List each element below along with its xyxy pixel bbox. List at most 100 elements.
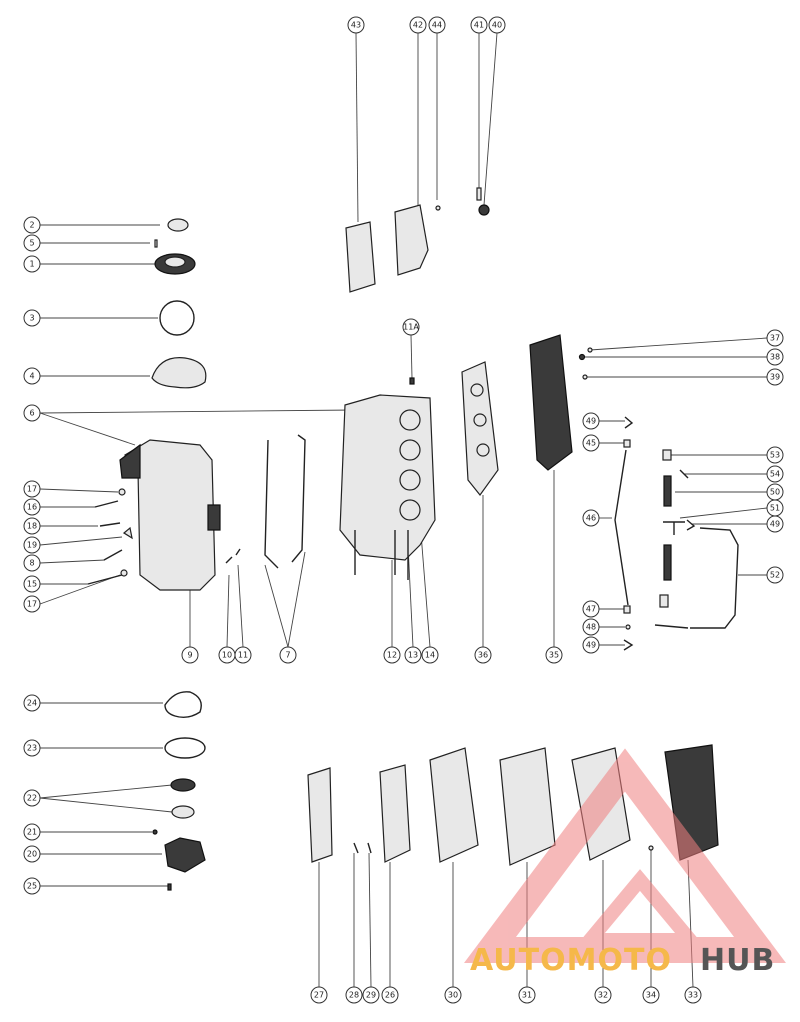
callout-c26: 26: [381, 986, 399, 1004]
callout-circle: [404, 646, 422, 664]
callout-circle: [234, 646, 252, 664]
callout-c49b: 49: [766, 515, 784, 533]
callout-circle: [23, 517, 41, 535]
callout-c12: 12: [383, 646, 401, 664]
callout-c49a: 49: [582, 412, 600, 430]
callout-c29: 29: [362, 986, 380, 1004]
callout-circle: [518, 986, 536, 1004]
callout-label: 32: [598, 991, 608, 1000]
callout-circle: [766, 446, 784, 464]
callout-circle: [181, 646, 199, 664]
callout-label: 22: [27, 794, 37, 803]
part-46-hose: [614, 449, 629, 606]
part-3-o-ring: [159, 300, 195, 336]
callout-label: 14: [425, 651, 435, 660]
callout-label: 49: [770, 520, 780, 529]
callout-label: 8: [29, 559, 34, 568]
part-6-crankcase-half: [124, 439, 216, 591]
callout-c42: 42: [409, 16, 427, 34]
callout-circle: [582, 636, 600, 654]
callout-c16: 16: [23, 498, 41, 516]
callout-label: 13: [408, 651, 418, 660]
callout-circle: [488, 16, 506, 34]
part-49-clamp-a: [624, 416, 634, 429]
callout-label: 43: [351, 21, 361, 30]
callout-c10: 10: [218, 646, 236, 664]
callout-label: 50: [770, 488, 780, 497]
callout-label: 45: [586, 439, 596, 448]
callout-label: 39: [770, 373, 780, 382]
callout-label: 36: [478, 651, 488, 660]
callout-c21: 21: [23, 823, 41, 841]
part-29-screw: [367, 842, 372, 854]
callout-circle: [766, 465, 784, 483]
callout-label: 24: [27, 699, 37, 708]
callout-c4: 4: [23, 367, 41, 385]
callout-circle: [582, 509, 600, 527]
callout-label: 44: [432, 21, 442, 30]
callout-label: 19: [27, 541, 37, 550]
part-22-seal-b: [171, 805, 195, 819]
part-20-bearing-housing: [164, 837, 206, 873]
leader-lines: [39, 32, 768, 988]
callout-label: 27: [314, 991, 324, 1000]
part-49-clamp-b: [686, 519, 696, 531]
part-51-tee: [663, 521, 685, 535]
part-26-reed-block: [379, 764, 411, 863]
callout-label: 47: [586, 605, 596, 614]
watermark-text-group: AUTOMOTO HUB: [470, 943, 774, 978]
callout-c40: 40: [488, 16, 506, 34]
part-37: [587, 347, 593, 353]
watermark-brand-part1: AUTOMOTO: [470, 943, 672, 978]
callout-label: 17: [27, 485, 37, 494]
callout-c48: 48: [582, 618, 600, 636]
part-40-nut: [478, 204, 490, 216]
callout-c8: 8: [23, 554, 41, 572]
callout-c39: 39: [766, 368, 784, 386]
callout-label: 21: [27, 828, 37, 837]
callout-c38: 38: [766, 348, 784, 366]
callout-c14: 14: [421, 646, 439, 664]
callout-label: 1: [29, 260, 34, 269]
callout-c20: 20: [23, 845, 41, 863]
part-7-seal-strip: [264, 439, 279, 569]
callout-label: 5: [29, 239, 34, 248]
callout-label: 38: [770, 353, 780, 362]
callout-circle: [23, 480, 41, 498]
callout-label: 33: [688, 991, 698, 1000]
callout-c36: 36: [474, 646, 492, 664]
callout-c15: 15: [23, 575, 41, 593]
parts: [87, 187, 739, 891]
callout-circle: [23, 367, 41, 385]
callout-circle: [23, 216, 41, 234]
callout-circle: [582, 434, 600, 452]
callout-c54: 54: [766, 465, 784, 483]
callout-label: 18: [27, 522, 37, 531]
callout-circle: [642, 986, 660, 1004]
callout-label: 37: [770, 334, 780, 343]
callout-c30: 30: [444, 986, 462, 1004]
callout-circle: [23, 309, 41, 327]
callout-label: 51: [770, 504, 780, 513]
part-11a-fitting: [409, 377, 415, 385]
part-42-manifold: [394, 204, 429, 276]
callout-label: 42: [413, 21, 423, 30]
part-22-seal-a: [170, 778, 196, 792]
callout-circle: [381, 986, 399, 1004]
part-49-clamp-c: [623, 639, 634, 651]
callout-circle: [402, 318, 420, 336]
callout-circle: [23, 234, 41, 252]
callout-c9: 9: [181, 646, 199, 664]
callout-label: 10: [222, 651, 232, 660]
callout-circle: [23, 694, 41, 712]
callout-c44: 44: [428, 16, 446, 34]
part-35-cylinder-head: [529, 334, 573, 471]
part-47-fitting: [623, 605, 631, 614]
callout-circle: [23, 789, 41, 807]
part-43-gasket: [345, 221, 376, 293]
callout-c17a: 17: [23, 480, 41, 498]
callout-label: 16: [27, 503, 37, 512]
callout-label: 17: [27, 600, 37, 609]
callout-c22: 22: [23, 789, 41, 807]
